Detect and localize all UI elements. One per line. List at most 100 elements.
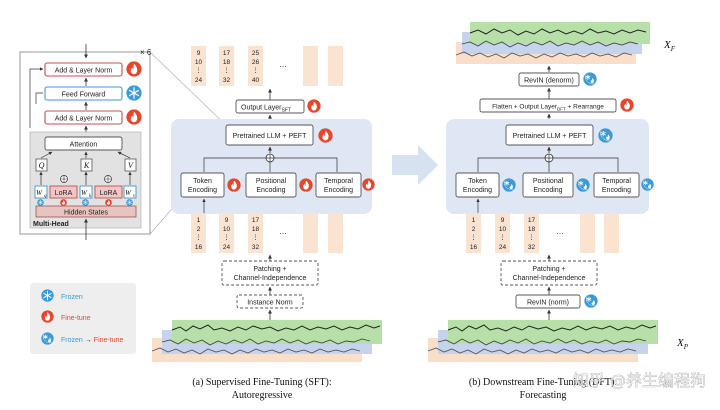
caption-b-line2: Forecasting xyxy=(520,390,567,401)
hidden-states-label: Hidden States xyxy=(64,210,108,217)
llm-detail-panel: × 6 Add & Layer Norm Feed Forward Add & … xyxy=(19,44,152,240)
patch-bottom-1 xyxy=(191,213,206,253)
snowflake-icon xyxy=(126,199,133,206)
patch-number: ⋮ xyxy=(195,234,202,241)
patch-number: ⋮ xyxy=(470,234,477,241)
patch-number: 10 xyxy=(195,59,203,66)
frozen-to-finetune-icon xyxy=(576,178,590,192)
caption-b-line1: (b) Downstream Fine-Tuning (DFT): xyxy=(469,377,617,388)
patch-number: ⋮ xyxy=(195,67,202,74)
flatten-output-label: Flatten + Output LayerDFT + Rearrange xyxy=(492,104,604,112)
attention-label: Attention xyxy=(70,142,98,149)
add-norm-mid-box xyxy=(44,110,123,125)
lora-box-2 xyxy=(94,185,123,199)
temporal-encoding-label: Encoding xyxy=(324,187,353,194)
patch-bottom-3 xyxy=(524,213,539,253)
instance-norm-label: Instance Norm xyxy=(247,300,293,307)
fire-icon xyxy=(299,178,313,192)
patch-number: 17 xyxy=(528,217,536,224)
fire-icon xyxy=(126,109,142,125)
patch-number: 18 xyxy=(223,59,231,66)
fire-icon xyxy=(105,199,112,206)
k-box xyxy=(80,158,93,172)
pretrained-llm-label: Pretrained LLM + PEFT xyxy=(513,133,587,140)
patching-box xyxy=(221,260,319,286)
series-band-green xyxy=(172,320,382,344)
patch-top-1 xyxy=(191,46,206,86)
series-band-green xyxy=(470,22,650,44)
lora-label-1: LoRA xyxy=(55,190,73,197)
patch-number: ⋮ xyxy=(252,234,259,241)
temporal-encoding-label: Temporal xyxy=(602,178,631,185)
patching-label: Channel-Independence xyxy=(513,275,586,282)
patch-bottom-5 xyxy=(328,213,343,253)
patch-number: 32 xyxy=(528,244,536,251)
revin-norm-label: RevIN (norm) xyxy=(527,300,569,307)
patch-bottom-2 xyxy=(495,213,510,253)
lora-box-1 xyxy=(49,185,78,199)
patch-bottom-2 xyxy=(219,213,234,253)
fire-icon xyxy=(41,310,54,323)
series-line xyxy=(151,347,361,355)
token-encoding-label: Encoding xyxy=(463,187,492,194)
patching-label: Patching + xyxy=(532,266,565,273)
wv-label: W xyxy=(125,189,132,197)
temporal-encoding-box xyxy=(315,172,362,198)
patch-number: 26 xyxy=(252,59,260,66)
patch-number: 16 xyxy=(195,244,203,251)
fire-icon xyxy=(227,178,241,192)
instance-norm-box xyxy=(236,294,304,309)
wk-box xyxy=(79,185,93,199)
patch-number: 2 xyxy=(197,226,201,233)
patch-bottom-3 xyxy=(248,213,263,253)
attention-box xyxy=(44,136,123,151)
temporal-encoding-box xyxy=(593,172,640,198)
patching-box xyxy=(500,260,598,286)
patch-bottom-5 xyxy=(604,213,619,253)
output-layer-label: Output LayerSFT xyxy=(241,105,291,114)
ellipsis: … xyxy=(279,60,287,69)
feed-forward-box xyxy=(44,86,123,101)
wv-box xyxy=(123,185,137,199)
patch-number: 18 xyxy=(252,226,260,233)
legend-finetune-label: Fine-tune xyxy=(61,315,91,322)
positional-encoding-label: Positional xyxy=(256,178,287,185)
patch-number: 17 xyxy=(252,217,260,224)
q-label: Q xyxy=(39,161,45,170)
series-line xyxy=(469,28,647,36)
add-norm-top-label: Add & Layer Norm xyxy=(55,68,113,75)
k-label: K xyxy=(83,161,90,170)
patch-bottom-1 xyxy=(466,213,481,253)
fire-icon xyxy=(60,199,67,206)
temporal-encoding-label: Encoding xyxy=(602,187,631,194)
xf-label: XF xyxy=(663,39,676,53)
patch-bottom-4 xyxy=(303,213,318,253)
patch-number: 17 xyxy=(223,50,231,57)
frozen-to-finetune-icon xyxy=(584,294,598,308)
series-line xyxy=(171,324,381,332)
sft-pipeline: 9 10 ⋮ 24 17 18 ⋮ 32 25 26 ⋮ 40 … Output… xyxy=(151,46,382,401)
patch-number: 10 xyxy=(223,226,231,233)
watermark: 知乎 @养生编程狗 xyxy=(573,371,706,390)
patch-number: 24 xyxy=(499,244,507,251)
wq-sub: q xyxy=(44,194,47,199)
positional-encoding-box xyxy=(522,172,574,198)
downstream-pipeline: XF RevIN (denorm) Flatten + Output Layer… xyxy=(427,22,689,401)
patch-bottom-4 xyxy=(580,213,595,253)
revin-norm-box xyxy=(515,294,581,309)
xp-label: XP xyxy=(676,337,689,351)
patch-number: 25 xyxy=(252,50,260,57)
pretrained-llm-label: Pretrained LLM + PEFT xyxy=(233,133,307,140)
patching-label: Patching + xyxy=(253,266,286,273)
patching-label: Channel-Independence xyxy=(234,275,307,282)
hidden-states-box xyxy=(35,205,137,218)
frozen-to-finetune-icon xyxy=(583,72,597,86)
ellipsis: … xyxy=(556,227,564,236)
patch-number: 1 xyxy=(472,217,476,224)
snowflake-icon xyxy=(126,85,142,101)
fire-icon xyxy=(620,98,634,112)
series-line xyxy=(461,40,639,48)
revin-denorm-label: RevIN (denorm) xyxy=(524,78,574,85)
caption-a-line1: (a) Supervised Fine-Tuning (SFT): xyxy=(192,377,331,388)
